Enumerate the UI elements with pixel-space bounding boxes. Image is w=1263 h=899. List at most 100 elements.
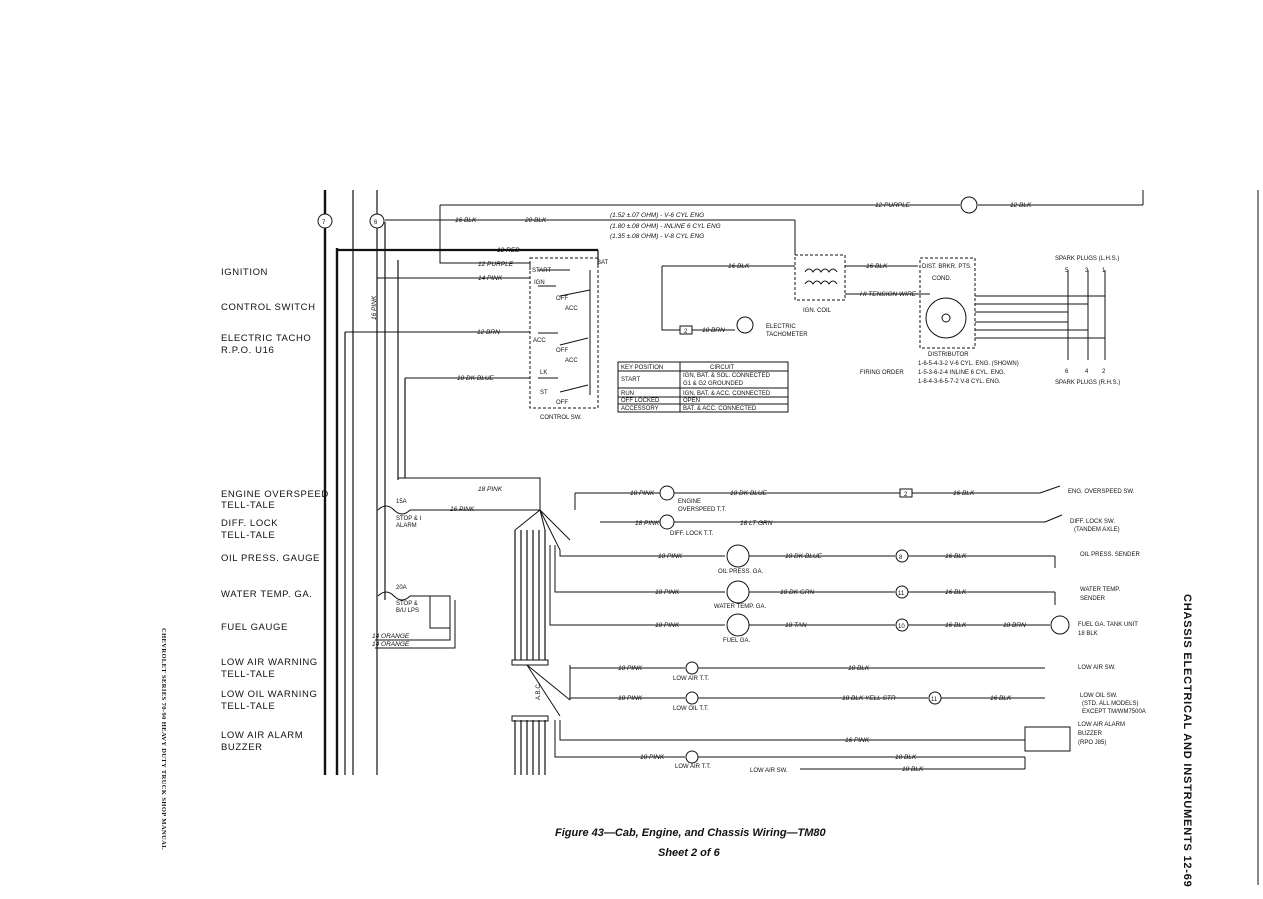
switch-acc2: ACC	[533, 338, 546, 344]
wire-orange-1: 14 ORANGE	[372, 633, 410, 640]
oil-conn: 8	[899, 555, 903, 561]
switch-acc3: ACC	[565, 358, 578, 364]
low-oil-sw-3: EXCEPT TM/WM7500A	[1082, 709, 1146, 715]
water-ga: WATER TEMP. GA.	[714, 604, 766, 610]
diff-sw-2: (TANDEM AXLE)	[1074, 527, 1120, 533]
switch-st: ST	[540, 390, 548, 396]
fuse-20a: 20A	[396, 585, 407, 591]
diff-sw-1: DIFF. LOCK SW.	[1070, 519, 1115, 525]
label-diff-tell-tale: TELL-TALE	[221, 530, 276, 541]
label-low-oil-warning: LOW OIL WARNING	[221, 689, 318, 700]
label-diff-lock: DIFF. LOCK	[221, 518, 279, 529]
ign-tension: HI TENSION WIRE	[860, 291, 917, 298]
connector-6	[369, 213, 385, 229]
resistance-2: (1.35 ±.08 OHM) - V-8 CYL ENG	[610, 233, 704, 240]
buzzer-blk: 18 BLK	[895, 754, 917, 761]
oil-sender: OIL PRESS. SENDER	[1080, 552, 1140, 558]
wire-purple-top: 12 PURPLE	[875, 202, 911, 209]
low-air-sw2: LOW AIR SW.	[750, 768, 788, 774]
label-water-temp-ga: WATER TEMP. GA.	[221, 589, 313, 600]
label-electric-tacho: ELECTRIC TACHO	[221, 333, 312, 344]
wire-red: 12 RED	[497, 247, 520, 254]
side-text-right: CHASSIS ELECTRICAL AND INSTRUMENTS 12-69	[1181, 594, 1193, 888]
firing-0: 1-6-5-4-3-2 V-6 CYL. ENG. (SHOWN)	[918, 361, 1019, 367]
oil-dk-blue: 18 DK BLUE	[785, 553, 823, 560]
wire-blk-20: 20 BLK	[524, 217, 547, 224]
ign-pts: DIST. BRKR. PTS.	[922, 264, 972, 270]
wire-brn-12: 12 BRN	[477, 329, 500, 336]
switch-bat: BAT	[597, 260, 609, 266]
switch-lk: LK	[540, 370, 547, 376]
switch-start: START	[532, 268, 551, 274]
wire-pink-18: 18 PINK	[478, 486, 503, 493]
key-row-run-c1: IGN, BAT. & ACC. CONNECTED	[683, 391, 771, 397]
ign-coil: IGN. COIL	[803, 308, 832, 314]
buzzer-pink: 16 PINK	[845, 737, 870, 744]
label-rpo-u16: R.P.O. U16	[221, 345, 275, 356]
label-ignition: IGNITION	[221, 267, 269, 278]
wire-blk-dist: 16 BLK	[866, 263, 888, 270]
wire-dk-blue-18: 18 DK BLUE	[457, 375, 495, 382]
rhs-4: 4	[1085, 369, 1089, 375]
key-row-off-c1: OPEN	[683, 398, 700, 404]
low-air-pink: 18 PINK	[618, 665, 643, 672]
sheet-caption: Sheet 2 of 6	[658, 847, 720, 859]
overspeed-tt-2: OVERSPEED T.T.	[678, 507, 727, 513]
diff-lt-grn: 18 LT GRN	[740, 520, 773, 527]
overspeed-conn: 2	[904, 492, 908, 498]
key-row-off: OFF LOCKED	[621, 398, 660, 404]
label-low-air-tell-tale: TELL-TALE	[221, 669, 276, 680]
oil-pink: 18 PINK	[658, 553, 683, 560]
switch-off3: OFF	[556, 400, 568, 406]
key-row-acc: ACCESSORY	[621, 406, 659, 412]
wire-purple-ign: 12 PURPLE	[478, 261, 514, 268]
label-control-switch: CONTROL SWITCH	[221, 302, 316, 313]
wire-blk-top: 12 BLK	[1010, 202, 1032, 209]
low-oil-blk: 16 BLK	[990, 695, 1012, 702]
low-air-tt2: LOW AIR T.T.	[675, 764, 711, 770]
spark-lhs: SPARK PLUGS (L.H.S.)	[1055, 256, 1119, 262]
firing-1: 1-5-3-6-2-4 INLINE 6 CYL. ENG.	[918, 370, 1006, 376]
tacho-2: TACHOMETER	[766, 332, 808, 338]
fuel-conn: 10	[898, 624, 905, 630]
wire-blk-coil: 16 BLK	[728, 263, 750, 270]
low-air-blk: 18 BLK	[848, 665, 870, 672]
overspeed-sw: ENG. OVERSPEED SW.	[1068, 489, 1135, 495]
buzzer-3: (RPO J85)	[1078, 740, 1106, 746]
low-oil-sw-1: LOW OIL SW.	[1080, 693, 1118, 699]
low-oil-sw-2: (STD. ALL MODELS)	[1082, 701, 1138, 707]
switch-title: CONTROL SW.	[540, 415, 582, 421]
water-grn: 18 DK GRN	[780, 589, 815, 596]
connector-6-label: 6	[374, 220, 378, 226]
diff-tt: DIFF. LOCK T.T.	[670, 531, 714, 537]
oil-blk: 16 BLK	[945, 553, 967, 560]
water-blk: 16 BLK	[945, 589, 967, 596]
stop-lps-2: B/U LPS	[396, 608, 419, 614]
buzzer-2: BUZZER	[1078, 731, 1103, 737]
resistance-1: (1.80 ±.08 OHM) - INLINE 6 CYL ENG	[610, 223, 721, 230]
key-header-position: KEY POSITION	[621, 365, 663, 371]
water-sender-2: SENDER	[1080, 596, 1106, 602]
fuel-ga: FUEL GA.	[723, 638, 750, 644]
wire-orange-2: 14 ORANGE	[372, 641, 410, 648]
tacho-1: ELECTRIC	[766, 324, 796, 330]
switch-off2: OFF	[556, 348, 568, 354]
lhs-1: 1	[1102, 268, 1106, 274]
rhs-2: 2	[1102, 369, 1106, 375]
stop-alarm-2: ALARM	[396, 523, 417, 529]
switch-off: OFF	[556, 296, 568, 302]
wire-blk-16: 16 BLK	[455, 217, 477, 224]
label-engine-overspeed: ENGINE OVERSPEED	[221, 489, 329, 500]
water-sender-1: WATER TEMP.	[1080, 587, 1120, 593]
label-buzzer: BUZZER	[221, 742, 263, 753]
low-air-sw: LOW AIR SW.	[1078, 665, 1116, 671]
overspeed-dk-blue: 18 DK BLUE	[730, 490, 768, 497]
fuel-blk-18: 18 BLK	[1078, 631, 1098, 637]
lhs-5: 5	[1065, 268, 1069, 274]
water-pink: 18 PINK	[655, 589, 680, 596]
ign-cond: COND.	[932, 276, 952, 282]
side-text-left: CHEVROLET SERIES 70-90 HEAVY DUTY TRUCK …	[160, 628, 167, 850]
fuel-tan: 18 TAN	[785, 622, 807, 629]
wire-pink-vert: 16 PINK	[371, 295, 378, 320]
wire-pink-ign: 14 PINK	[478, 275, 503, 282]
